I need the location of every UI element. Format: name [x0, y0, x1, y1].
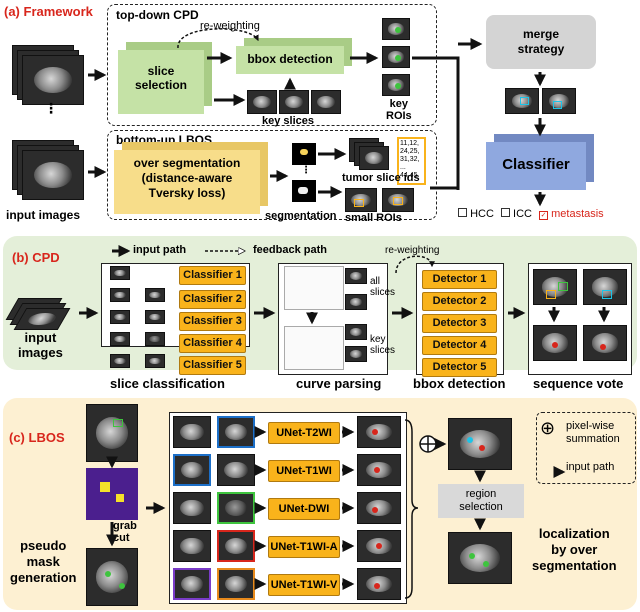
small-rois-label: small ROIs — [345, 212, 402, 224]
unet-dwi: UNet-DWI — [268, 498, 340, 520]
input-ellipsis: ⋮ — [44, 100, 58, 116]
seg-ellipsis: ⋮ — [301, 165, 311, 176]
classifier-5: Classifier 5 — [179, 356, 246, 375]
pseudo-mask-label: pseudo mask generation — [10, 538, 77, 585]
top-down-cpd-title: top-down CPD — [116, 8, 199, 22]
pseudo-output-image — [86, 548, 138, 606]
hcc-label: HCC — [470, 208, 494, 220]
region-selection-label: region selection — [459, 488, 503, 513]
panel-b-label: (b) CPD — [12, 250, 60, 265]
slice-selection-label: slice selection — [134, 64, 188, 92]
input-images-label: input images — [6, 208, 81, 222]
classifier-4: Classifier 4 — [179, 334, 246, 353]
icc-label: ICC — [513, 208, 532, 220]
detector-4: Detector 4 — [422, 336, 497, 355]
merge-strategy-box: merge strategy — [486, 15, 596, 69]
all-slices-label: all slices — [370, 276, 396, 298]
pixel-wise-sum-icon: ⊕ — [540, 418, 556, 438]
bbox-detection-label: bbox detection — [247, 52, 333, 66]
key-slices-cpd-label: key slices — [370, 334, 396, 356]
unet-t1wi: UNet-T1WI — [268, 460, 340, 482]
unet-t1wi-a: UNet-T1WI-A — [268, 536, 340, 558]
over-segmentation-label: over segmentation (distance-aware Tversk… — [133, 156, 241, 200]
feedback-path-label: feedback path — [253, 244, 327, 256]
curve-plot-all — [284, 266, 344, 310]
panel-a-label: (a) Framework — [4, 4, 93, 19]
metastasis-label: metastasis — [551, 208, 604, 220]
icc-checkbox — [500, 208, 510, 217]
curve-parsing-label: curve parsing — [296, 376, 382, 391]
localization-label: localization by over segmentation — [532, 526, 617, 573]
hcc-checkbox — [458, 208, 467, 217]
key-slices-label: key slices — [262, 115, 314, 127]
final-localization-image — [448, 532, 512, 584]
cpd-input-images-label: input images — [18, 330, 63, 360]
input-path-label: input path — [133, 244, 187, 256]
bottom-up-lbos-title: bottom-up LBOS — [116, 133, 212, 147]
reweighting-a: re-weighting — [200, 20, 260, 32]
classifier-2: Classifier 2 — [179, 290, 246, 309]
slice-classification-label: slice classification — [110, 376, 225, 391]
classifier-1: Classifier 1 — [179, 266, 246, 285]
classifier-label: Classifier — [502, 156, 570, 173]
pixel-wise-label: pixel-wise summation — [566, 420, 620, 445]
reweighting-b: re-weighting — [385, 245, 440, 256]
bbox-detection-block: bbox detection — [236, 46, 344, 74]
metastasis-checkbox-checked: ✓ — [539, 211, 549, 220]
merge-strategy-label: merge strategy — [517, 27, 565, 56]
key-rois-label: key ROIs — [386, 98, 412, 122]
detector-2: Detector 2 — [422, 292, 497, 311]
detector-3: Detector 3 — [422, 314, 497, 333]
pseudo-input-image — [86, 404, 138, 462]
panel-c-label: (c) LBOS — [9, 430, 65, 445]
bbox-detection-cpd-label: bbox detection — [413, 376, 506, 391]
slice-selection-block: slice selection — [118, 50, 204, 114]
tumor-slice-ids-label: tumor slice ids — [342, 172, 420, 184]
legend-input-path-label: input path — [566, 461, 615, 473]
lbos-legend-box — [536, 412, 636, 484]
detector-1: Detector 1 — [422, 270, 497, 289]
region-selection-box: region selection — [438, 484, 524, 518]
class-legend: HCC ICC ✓ metastasis — [458, 208, 604, 220]
summation-result-image — [448, 418, 512, 470]
segmentation-label: segmentation — [265, 210, 337, 222]
curve-plot-key — [284, 326, 344, 370]
sequence-vote-label: sequence vote — [533, 376, 624, 391]
unet-t1wi-v: UNet-T1WI-V — [268, 574, 340, 596]
grabcut-mask — [86, 468, 138, 520]
slice-ids-text: 11,12, 24,25, 31,32, ... 44,45 — [400, 140, 420, 179]
detector-5: Detector 5 — [422, 358, 497, 377]
grab-cut-label: grab cut — [113, 520, 137, 544]
classifier-3: Classifier 3 — [179, 312, 246, 331]
classifier-block: Classifier — [486, 142, 586, 190]
over-segmentation-block: over segmentation (distance-aware Tversk… — [114, 150, 260, 214]
unet-t2wi: UNet-T2WI — [268, 422, 340, 444]
